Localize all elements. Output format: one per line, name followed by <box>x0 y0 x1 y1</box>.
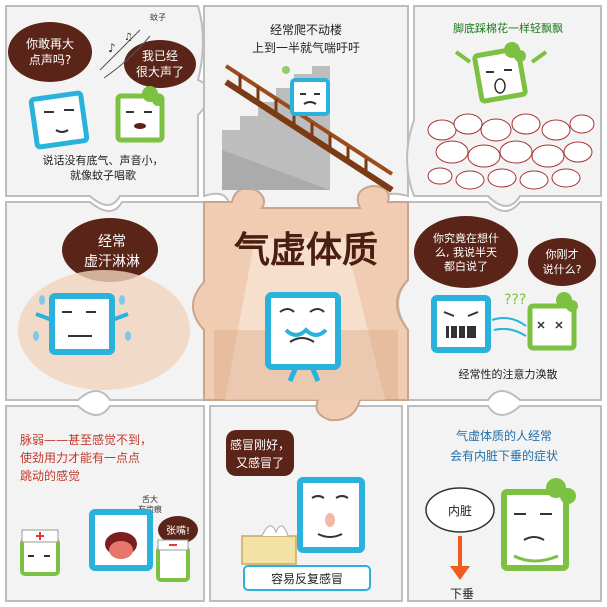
floating-green-cube-character <box>472 46 528 104</box>
climbing-cube-character <box>290 78 330 116</box>
bubble-right-line-2: 说什么? <box>543 262 582 276</box>
caption-line-1: 气虚体质的人经常 <box>456 428 552 443</box>
angry-blue-cube-character <box>431 295 491 353</box>
caption-line-2: 会有内脏下垂的症状 <box>450 448 558 463</box>
bubble-left-line-1: 你敢再大 <box>26 37 74 51</box>
bubble <box>226 430 294 476</box>
tongue-label-line-2: 有齿痕 <box>138 504 162 514</box>
green-cube-character <box>115 93 165 143</box>
stair-railing <box>224 79 394 193</box>
bubble <box>158 516 198 544</box>
bubble <box>425 487 495 533</box>
bubble-line-1: 感冒刚好， <box>230 437 290 452</box>
bubble-right <box>528 238 596 286</box>
caption: 经常性的注意力涣散 <box>459 367 558 381</box>
bubble-right-line-1: 我已经 <box>142 49 178 63</box>
bubble-left-line-2: 点声吗? <box>29 53 71 67</box>
panel-bottom-center: 感冒刚好， 又感冒了 容易反复感冒 <box>226 430 371 591</box>
panel-top-center: 经常爬不动楼 上到一半就气喘吁吁 <box>222 22 394 193</box>
bubble-text: 张嘴! <box>166 525 190 537</box>
bubble-left-line-1: 你究竟在想什 <box>433 231 499 245</box>
bubble-right-line-2: 很大声了 <box>136 65 184 79</box>
question-marks-icon: ??? <box>504 292 526 308</box>
doctor-cube-character <box>20 538 60 576</box>
distracted-green-cube-character <box>527 303 577 351</box>
caption-line-2: 就像蚊子唱歌 <box>70 168 136 182</box>
panel-bottom-right: 气虚体质的人经常 会有内脏下垂的症状 内脏 下垂 <box>425 428 576 601</box>
caption-line-2: 使劲用力才能有一点点 <box>20 450 140 465</box>
caption-line-1: 经常爬不动楼 <box>270 22 342 37</box>
page-title: 气虚体质 <box>234 230 378 271</box>
caption-line-2: 上到一半就气喘吁吁 <box>252 40 360 55</box>
music-note-small-icon: ♫ <box>124 32 133 43</box>
panel-middle-left: 经常 虚汗淋淋 <box>18 218 190 390</box>
tongue-label-line-1: 舌大 <box>142 494 158 504</box>
sweat-drop-icon <box>282 66 290 74</box>
sagging-green-cube-character <box>501 489 569 571</box>
bubble-line-2: 又感冒了 <box>236 455 284 470</box>
center-character <box>265 292 341 382</box>
caption-line-1: 说话没有底气、声音小， <box>43 153 164 167</box>
panel-middle-right: 你究竟在想什 么, 我说半天 都白说了 你刚才 说什么? ??? 经常性的注意力… <box>414 216 596 381</box>
bubble-left <box>414 216 518 288</box>
blue-cube-character <box>28 90 90 150</box>
tongue-icon <box>109 541 133 559</box>
caption: 容易反复感冒 <box>271 571 343 586</box>
panel-top-left: 你敢再大 点声吗? 我已经 很大声了 蚊子 ♪ ♫ 说话没有底气、声音小， 就像… <box>8 12 196 182</box>
cotton-field <box>427 113 595 190</box>
caption-line-1: 脉弱——甚至感觉不到， <box>20 432 152 447</box>
bubble-right <box>124 40 196 88</box>
sweat-drops-icon <box>33 295 131 341</box>
panel-top-right: 脚底踩棉花一样轻飘飘 <box>427 21 595 190</box>
arrow-label: 下垂 <box>450 587 474 601</box>
cross-icon <box>36 532 44 540</box>
nurse-cube-character <box>156 546 190 582</box>
caption-box <box>243 565 371 591</box>
bubble-left <box>8 22 92 82</box>
music-note-icon: ♪ <box>108 41 116 55</box>
bubble-line-1: 经常 <box>98 234 126 250</box>
caption: 脚底踩棉花一样轻飘飘 <box>453 21 563 35</box>
panel-bottom-left: 脉弱——甚至感觉不到， 使劲用力才能有一点点 跳动的感觉 舌大 有齿痕 张嘴! <box>20 432 198 582</box>
bubble <box>62 218 158 282</box>
sweating-cube-character <box>49 293 115 355</box>
bubble-left-line-2: 么, 我说半天 <box>435 245 497 259</box>
bubble-left-line-3: 都白说了 <box>444 259 488 273</box>
bubble-text: 内脏 <box>448 503 472 518</box>
mosquito-tag: 蚊子 <box>150 12 166 22</box>
bubble-line-2: 虚汗淋淋 <box>84 254 140 270</box>
caption-line-3: 跳动的感觉 <box>20 468 80 483</box>
sound-lines-icon <box>99 29 151 79</box>
tissue-box-icon <box>241 535 297 565</box>
bubble-right-line-1: 你刚才 <box>546 247 579 261</box>
